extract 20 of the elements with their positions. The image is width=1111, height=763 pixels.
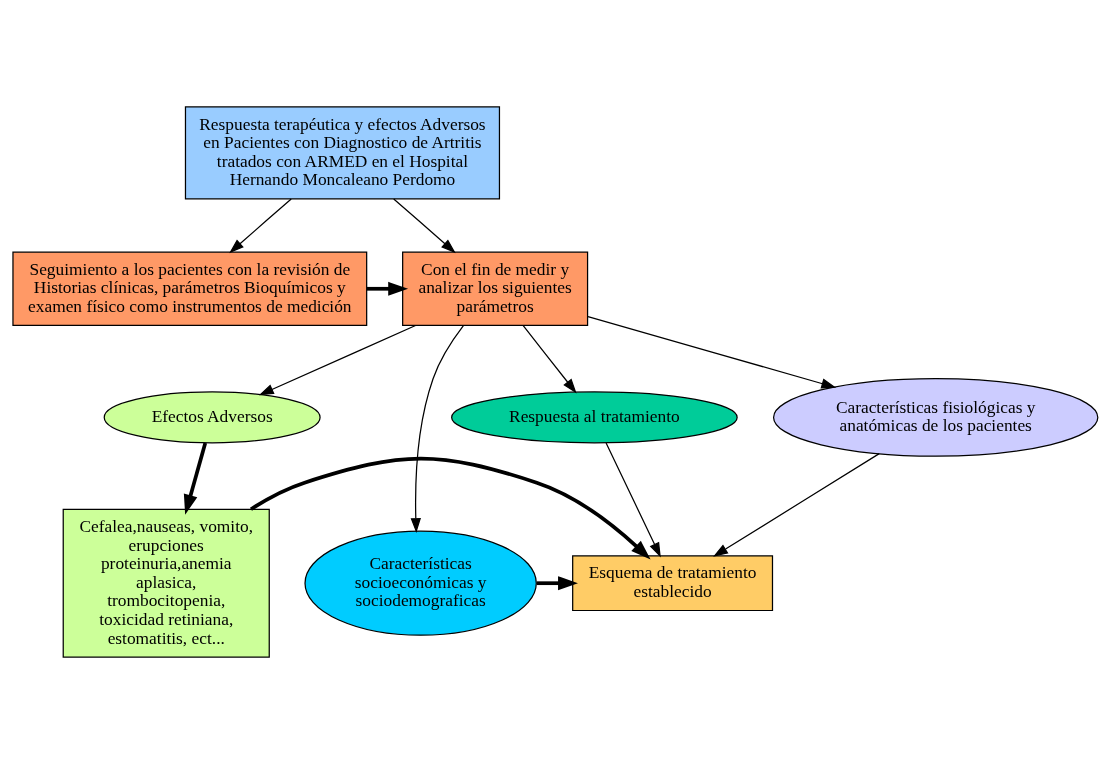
arrow [605, 441, 661, 557]
arrow [393, 197, 456, 253]
node-box: Con el fin de medir y analizar los siguientes parámetros [402, 251, 589, 326]
node-box: Cefalea,nauseas, vomito, erupciones proteinuria,anemia aplasica, trombocitopenia, toxicidad retiniana, estomatitis, ect... [62, 508, 270, 658]
node-box: Seguimiento a los pacientes con la revisión de Historias clínicas, parámetros Bioquímicos y examen físico como instrumentos de medición [12, 251, 368, 326]
arrow [536, 575, 578, 590]
node-box: Respuesta terapéutica y efectos Adversos en Pacientes con Diagnostico de Artritis tratados con ARMED en el Hospital Hernando Moncaleano Perdomo [184, 105, 501, 199]
node-ellipse: Respuesta al tratamiento [451, 390, 738, 443]
node-ellipse: Características socioeconómicas y sociodemograficas [304, 530, 537, 636]
arrow [183, 442, 208, 515]
arrow [410, 324, 465, 533]
arrow [713, 452, 880, 557]
arrow [366, 281, 409, 296]
node-box: Esquema de tratamiento establecido [572, 554, 774, 611]
arrow [258, 324, 417, 395]
arrow [249, 456, 651, 560]
arrow [522, 324, 577, 394]
arrow [587, 315, 837, 389]
node-ellipse: Efectos Adversos [103, 390, 321, 443]
arrow [229, 197, 292, 253]
